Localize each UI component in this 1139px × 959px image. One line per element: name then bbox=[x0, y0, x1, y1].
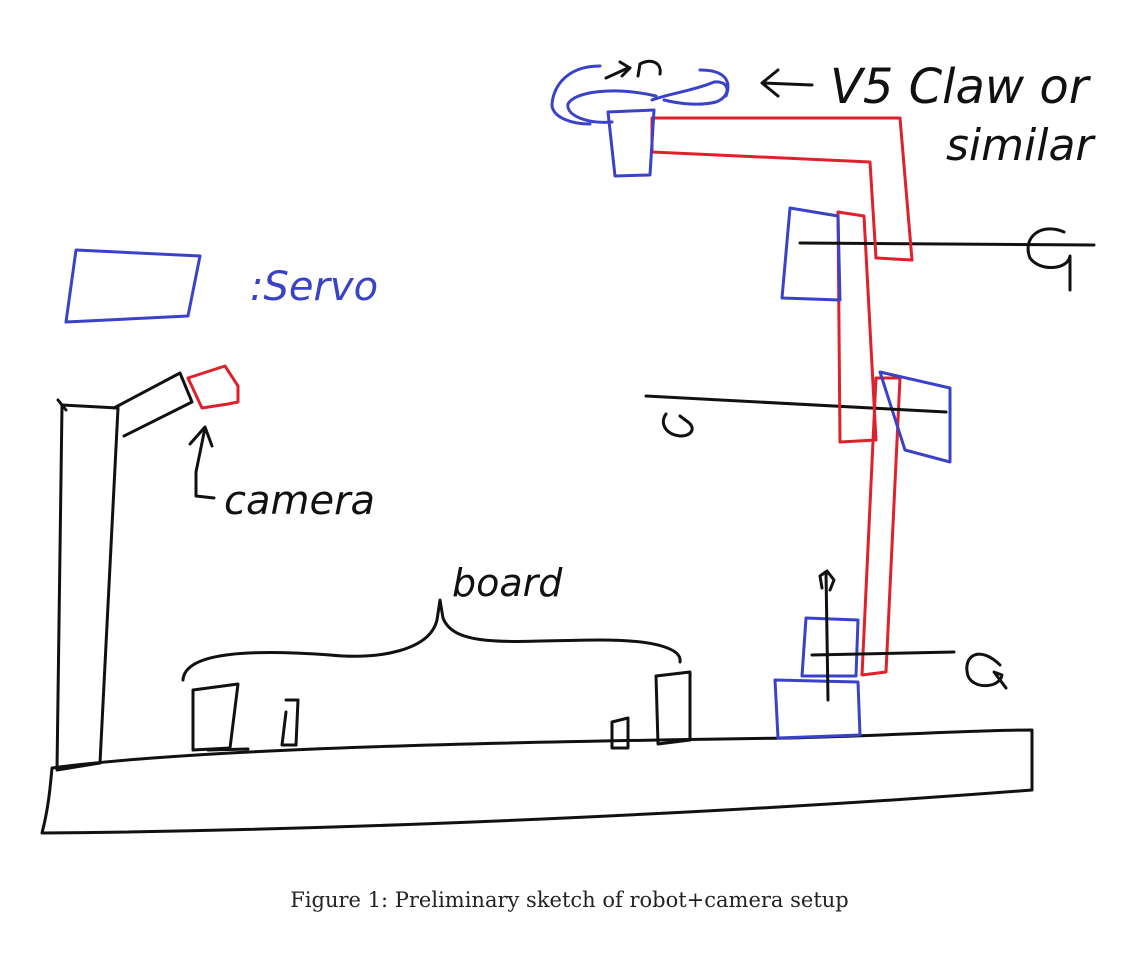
board-brace bbox=[183, 600, 680, 680]
elbow-rotation-arrow bbox=[663, 414, 692, 436]
elbow-servo bbox=[880, 372, 950, 462]
wrist-rotation-arrow bbox=[1028, 229, 1070, 290]
wrist-servo bbox=[782, 208, 840, 300]
claw-rotation-arrow-left bbox=[638, 61, 660, 76]
shoulder-rotation-arrow bbox=[967, 654, 1006, 688]
base-servo-lower bbox=[775, 680, 860, 738]
board-piece-right-small bbox=[612, 718, 628, 748]
claw-label-arrow-shaft bbox=[763, 83, 812, 85]
servo-legend-box bbox=[66, 250, 200, 322]
base-vertical-axis bbox=[826, 572, 828, 700]
elbow-axis bbox=[646, 396, 946, 412]
board-piece-left-base bbox=[208, 749, 248, 750]
claw-loop-left bbox=[568, 91, 656, 122]
robot-camera-sketch: V5 Claw or similar :Servo camera board bbox=[0, 0, 1139, 870]
figure-caption: Figure 1: Preliminary sketch of robot+ca… bbox=[0, 888, 1139, 912]
board-label: board bbox=[452, 561, 563, 605]
board-piece-left-small bbox=[282, 700, 298, 745]
camera-body bbox=[188, 366, 238, 408]
claw-servo bbox=[608, 110, 654, 176]
claw-rotation-arrow-right bbox=[606, 62, 630, 78]
servo-legend-label: :Servo bbox=[250, 264, 378, 310]
camera-boom bbox=[114, 373, 192, 436]
claw-loop-right bbox=[652, 82, 727, 104]
wrist-axis bbox=[800, 243, 1094, 245]
camera-label: camera bbox=[224, 478, 375, 524]
arm-lower-segment bbox=[862, 378, 900, 675]
claw-label-line2: similar bbox=[946, 120, 1096, 171]
board-piece-right-tall bbox=[656, 672, 690, 744]
board-piece-left-tall bbox=[193, 684, 238, 750]
base-servo-upper bbox=[802, 618, 858, 676]
base-platform bbox=[42, 730, 1032, 833]
camera-pole bbox=[57, 405, 118, 770]
shoulder-axis bbox=[812, 652, 954, 655]
camera-pointer-arrow bbox=[196, 428, 214, 498]
arm-upper-segment bbox=[652, 118, 912, 260]
claw-label-line1: V5 Claw or bbox=[830, 59, 1092, 115]
